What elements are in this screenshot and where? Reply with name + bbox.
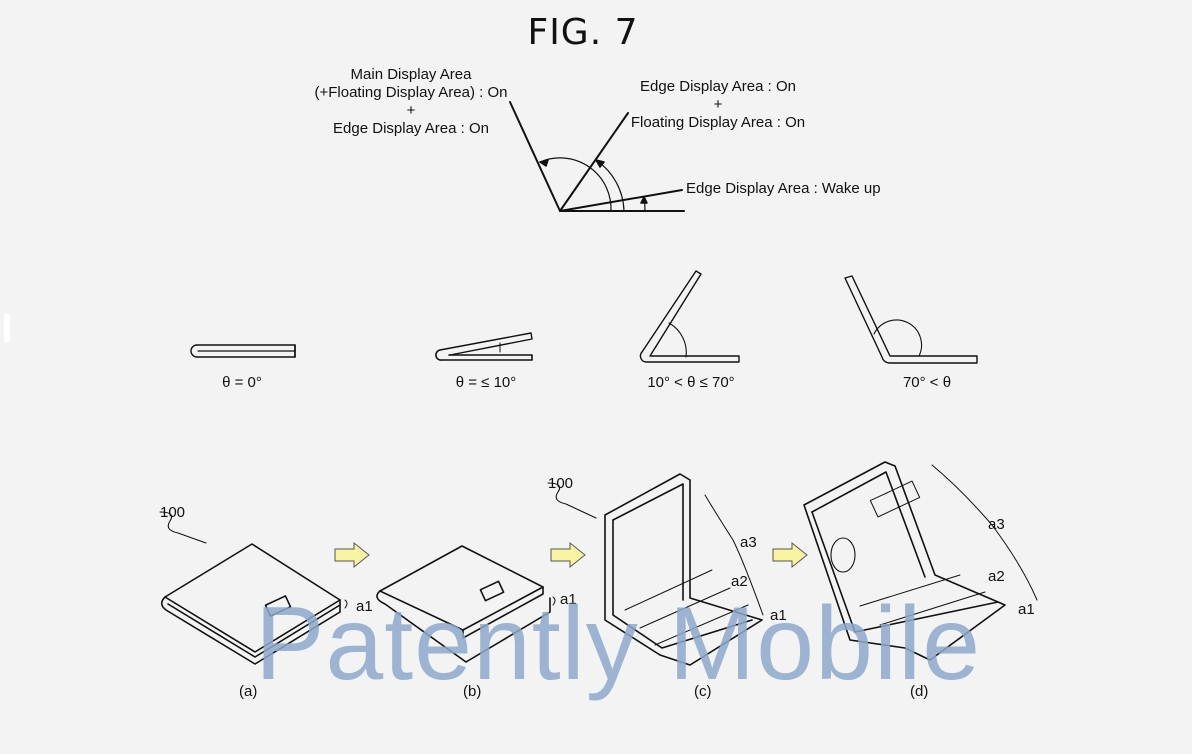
fold-state-slight xyxy=(435,332,533,361)
area-a2-c: a2 xyxy=(731,573,748,590)
area-a1-c: a1 xyxy=(770,607,787,624)
floating-display-plus: + xyxy=(713,96,723,113)
reference-numeral-c: 100 xyxy=(548,475,574,492)
panel-caption-d: (d) xyxy=(910,683,929,700)
area-a3-d: a3 xyxy=(988,516,1005,533)
main-display-line3: Edge Display Area : On xyxy=(333,120,489,137)
area-a2-d: a2 xyxy=(988,568,1005,585)
device-d xyxy=(803,461,1038,661)
floating-display-line1: Edge Display Area : On xyxy=(640,78,796,95)
floating-display-line2: Floating Display Area : On xyxy=(630,114,806,131)
fold-caption-1: θ = 0° xyxy=(222,374,262,391)
floating-display-label: Edge Display Area : On + Floating Displa… xyxy=(620,78,816,132)
area-a3-c: a3 xyxy=(740,534,757,551)
panel-caption-c: (c) xyxy=(694,683,712,700)
angle-diagram xyxy=(509,101,685,212)
watermark: Patently Mobile xyxy=(255,586,982,702)
main-display-label: Main Display Area (+Floating Display Are… xyxy=(305,66,517,138)
figure-title: FIG. 7 xyxy=(527,12,639,53)
main-display-line1: Main Display Area xyxy=(350,66,472,83)
transition-arrows xyxy=(334,541,808,569)
device-b xyxy=(376,545,556,663)
panel-caption-a: (a) xyxy=(239,683,258,700)
area-a1-b: a1 xyxy=(560,591,577,608)
device-c xyxy=(547,473,764,666)
edge-wake-label: Edge Display Area : Wake up xyxy=(686,180,881,197)
fold-state-medium xyxy=(639,270,740,363)
reference-numeral-a: 100 xyxy=(160,504,186,521)
main-display-plus: + xyxy=(406,102,416,119)
area-a1-d: a1 xyxy=(1018,601,1035,618)
device-a xyxy=(159,511,348,665)
edge-artifact xyxy=(4,314,10,342)
fold-state-wide xyxy=(844,275,978,364)
fold-state-flat xyxy=(190,344,296,358)
panel-caption-b: (b) xyxy=(463,683,482,700)
area-a1-a: a1 xyxy=(356,598,373,615)
fold-caption-3: 10° < θ ≤ 70° xyxy=(647,374,735,391)
fold-caption-2: θ = ≤ 10° xyxy=(455,374,517,391)
main-display-line2: (+Floating Display Area) : On xyxy=(314,84,508,101)
fold-caption-4: 70° < θ xyxy=(902,374,952,391)
